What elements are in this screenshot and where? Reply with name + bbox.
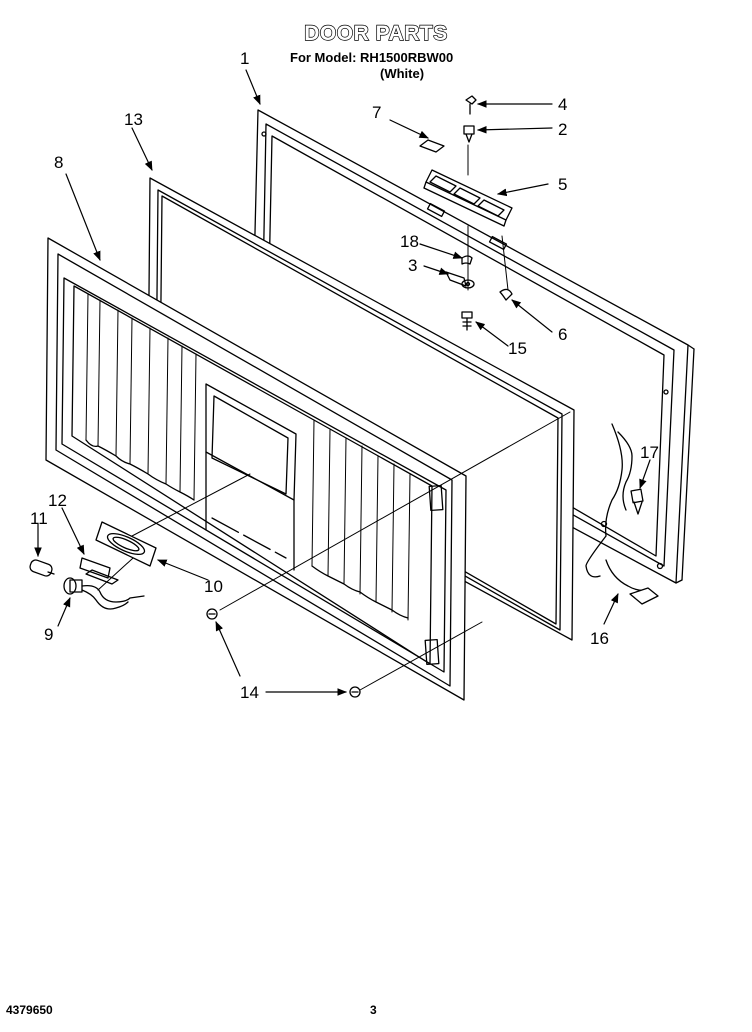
handle-screw bbox=[465, 95, 477, 115]
callout-12: 12 bbox=[48, 491, 67, 510]
light-socket bbox=[63, 577, 145, 610]
latch-clip bbox=[461, 255, 473, 265]
light-bracket bbox=[79, 557, 119, 585]
page-title: DOOR PARTS bbox=[304, 21, 448, 45]
heater-wire bbox=[585, 423, 659, 605]
inner-door-panel bbox=[45, 237, 467, 701]
handle-pad bbox=[419, 139, 445, 153]
callout-16: 16 bbox=[590, 629, 609, 648]
callout-5: 5 bbox=[558, 175, 567, 194]
latch-bolt bbox=[461, 311, 473, 331]
hinge-screw-lower bbox=[349, 686, 361, 698]
light-bulb bbox=[29, 559, 55, 577]
callout-14: 14 bbox=[240, 683, 259, 702]
callout-11: 11 bbox=[30, 509, 48, 528]
callout-15: 15 bbox=[508, 339, 527, 358]
page-number: 3 bbox=[370, 1003, 377, 1017]
light-housing bbox=[95, 521, 157, 567]
color-line: (White) bbox=[380, 66, 425, 81]
model-line: For Model: RH1500RBW00 bbox=[290, 50, 454, 65]
callout-6: 6 bbox=[558, 325, 567, 344]
callout-4: 4 bbox=[558, 95, 567, 114]
callout-18: 18 bbox=[400, 232, 419, 251]
hinge-screw-upper bbox=[206, 608, 218, 620]
callout-1: 1 bbox=[240, 49, 249, 68]
callout-2: 2 bbox=[558, 120, 567, 139]
callout-10: 10 bbox=[204, 577, 223, 596]
assembly-lines bbox=[97, 144, 571, 691]
callout-13: 13 bbox=[124, 110, 143, 129]
latch-strike bbox=[499, 288, 513, 301]
handle-cap bbox=[463, 125, 475, 143]
callout-9: 9 bbox=[44, 625, 53, 644]
leader-arrows bbox=[34, 69, 651, 696]
document-number: 4379650 bbox=[6, 1003, 53, 1017]
callout-7: 7 bbox=[372, 103, 381, 122]
callout-17: 17 bbox=[640, 443, 659, 462]
wire-screw bbox=[630, 488, 644, 515]
latch-plate bbox=[445, 271, 475, 289]
door-handle bbox=[423, 169, 513, 227]
callout-3: 3 bbox=[408, 256, 417, 275]
callout-8: 8 bbox=[54, 153, 63, 172]
